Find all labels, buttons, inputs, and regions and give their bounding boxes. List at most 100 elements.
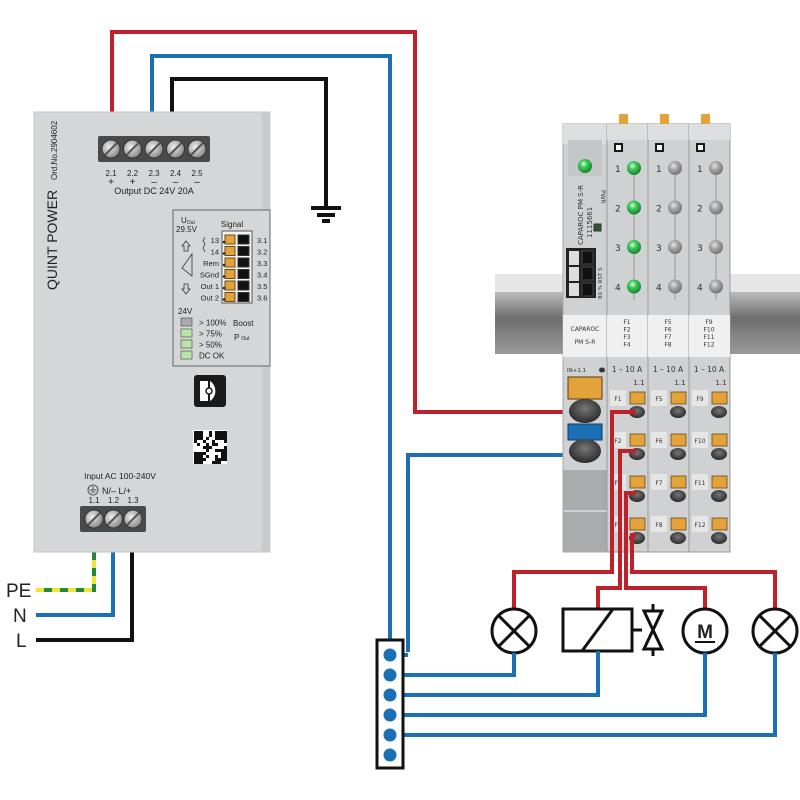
- channel-led[interactable]: [709, 279, 723, 294]
- input-label: Input AC 100-240V: [84, 471, 156, 481]
- output-terminal-number: 2.4: [170, 169, 182, 178]
- side-labels: 80 % RST S: [598, 267, 604, 299]
- signal-clamp[interactable]: [224, 234, 236, 245]
- n-wire: [36, 552, 115, 617]
- output-screw-icon[interactable]: [187, 139, 207, 159]
- signal-terminal-number: 3.3: [257, 259, 267, 268]
- signal-clamp[interactable]: [224, 292, 236, 302]
- channel-led[interactable]: [668, 161, 682, 175]
- negative-input-terminal[interactable]: [567, 423, 603, 441]
- terminal-point[interactable]: [383, 708, 397, 722]
- terminal-point[interactable]: [383, 748, 397, 762]
- signal-push-button[interactable]: [237, 246, 250, 256]
- fuse-label: F9: [705, 319, 712, 326]
- input-screw-icon[interactable]: [104, 509, 123, 529]
- f4-output-wire: [630, 533, 777, 608]
- release-lever[interactable]: [619, 114, 628, 124]
- fuse-label: F8: [664, 342, 671, 349]
- solenoid-valve-icon[interactable]: [561, 604, 665, 656]
- push-in-terminal[interactable]: [711, 433, 728, 447]
- wire-entry[interactable]: [670, 532, 686, 544]
- terminal-point[interactable]: [383, 688, 397, 702]
- release-lever[interactable]: [660, 114, 669, 124]
- signal-clamp[interactable]: [224, 269, 236, 279]
- push-in-terminal[interactable]: [629, 517, 646, 531]
- push-in-terminal[interactable]: [711, 391, 728, 405]
- positive-input-terminal[interactable]: [567, 376, 603, 400]
- wire-entry[interactable]: [711, 490, 727, 502]
- channel-led[interactable]: [627, 200, 641, 215]
- fuse-label: F10: [703, 327, 714, 334]
- signal-push-button[interactable]: [237, 280, 250, 291]
- wire-entry[interactable]: [670, 406, 686, 418]
- channel-led[interactable]: [668, 240, 682, 254]
- status-led: [180, 350, 193, 360]
- channel-number: 4: [656, 284, 662, 294]
- push-in-terminal[interactable]: [670, 517, 687, 531]
- channel-led[interactable]: [668, 200, 682, 215]
- signal-push-button[interactable]: [237, 269, 250, 279]
- l-wire: [36, 552, 134, 642]
- signal-push-button[interactable]: [237, 292, 250, 302]
- wire-entry[interactable]: [711, 448, 727, 460]
- output-screw-icon[interactable]: [123, 139, 142, 159]
- adjust-up-arrow-icon: [181, 240, 191, 252]
- push-in-terminal[interactable]: [629, 433, 646, 447]
- push-in-terminal[interactable]: [670, 433, 687, 447]
- channel-number: 2: [615, 205, 621, 215]
- output-screw-icon[interactable]: [166, 139, 185, 159]
- channel-led[interactable]: [709, 240, 723, 254]
- lamp-2-icon[interactable]: [751, 607, 799, 655]
- input-screw-icon[interactable]: [84, 509, 104, 529]
- fuse-slot-label: F10: [694, 438, 705, 445]
- qr-code[interactable]: [193, 430, 227, 464]
- output-screw-icon[interactable]: [144, 139, 164, 159]
- wire-entry[interactable]: [711, 532, 727, 544]
- fuse-label: F1: [623, 319, 630, 326]
- wire-entry[interactable]: [670, 448, 686, 460]
- push-in-terminal[interactable]: [711, 517, 728, 531]
- output-screw-icon[interactable]: [101, 139, 121, 159]
- channel-led[interactable]: [627, 161, 641, 175]
- signal-clamp[interactable]: [224, 280, 236, 291]
- signal-push-button[interactable]: [237, 234, 250, 245]
- signal-clamp[interactable]: [224, 246, 236, 256]
- pe-label: PE: [6, 581, 31, 602]
- push-in-terminal[interactable]: [670, 475, 687, 489]
- f1-output-wire: [512, 410, 636, 608]
- terminal-point[interactable]: [383, 668, 397, 682]
- signal-terminal-number: 3.6: [257, 294, 267, 303]
- n-label: N: [13, 606, 27, 627]
- lamp-1-icon[interactable]: [490, 607, 538, 655]
- release-lever[interactable]: [701, 114, 710, 124]
- channel-led[interactable]: [709, 200, 723, 215]
- control-connector[interactable]: [566, 248, 596, 298]
- input-screw-icon[interactable]: [123, 509, 143, 529]
- push-in-terminal[interactable]: [629, 391, 646, 405]
- channel-led[interactable]: [709, 161, 723, 175]
- terminal-point[interactable]: [383, 728, 397, 742]
- channel-led[interactable]: [668, 279, 682, 294]
- output-terminal-number: 2.1: [105, 169, 117, 178]
- led-label: > 100%: [199, 319, 226, 328]
- signal-clamp[interactable]: [224, 257, 236, 268]
- wire-entry[interactable]: [670, 490, 686, 502]
- input-symbols: N/– L/+: [102, 486, 131, 496]
- wire-entry[interactable]: [629, 406, 645, 418]
- terminal-label: 1.1: [633, 379, 644, 387]
- fuse-slot-label: F11: [694, 480, 705, 487]
- signal-push-button[interactable]: [237, 257, 250, 268]
- output-polarity: –: [194, 177, 200, 188]
- terminal-point[interactable]: [383, 648, 397, 662]
- module-label-2: PM S-R: [575, 339, 596, 346]
- push-in-terminal[interactable]: [670, 391, 687, 405]
- output-terminal-block: 2.1+2.2+2.3–2.4–2.5– Output DC 24V 20A: [98, 136, 210, 196]
- channel-led[interactable]: [627, 279, 641, 294]
- push-in-terminal[interactable]: [629, 475, 646, 489]
- wire-entry[interactable]: [711, 406, 727, 418]
- order-number: Ord.No.2904602: [50, 120, 59, 180]
- motor-icon[interactable]: M: [681, 607, 729, 655]
- push-in-terminal[interactable]: [711, 475, 728, 489]
- output-terminal-number: 2.5: [191, 169, 203, 178]
- channel-led[interactable]: [627, 240, 641, 254]
